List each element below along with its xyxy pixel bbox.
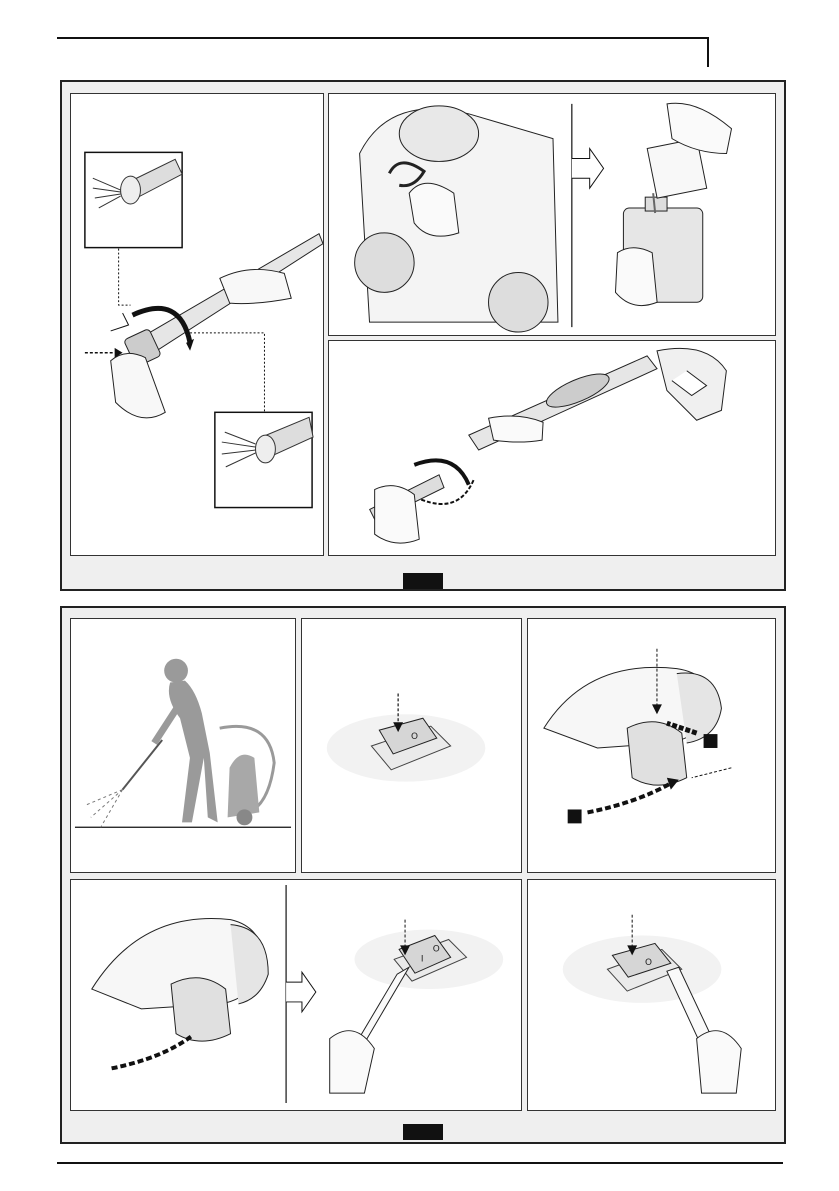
switch-press-symbol: O xyxy=(645,958,652,968)
operator-stance-illustration xyxy=(71,619,295,872)
figure-2-label xyxy=(403,1124,443,1140)
switch-on-off-symbol: O xyxy=(433,944,440,954)
figure-1-label xyxy=(403,573,443,589)
panel-detergent-fill xyxy=(328,93,776,336)
switch-off-symbol: O xyxy=(411,732,418,742)
lance-attach-illustration xyxy=(329,341,775,555)
panel-lance-attach xyxy=(328,340,776,556)
switch-off-illustration: O xyxy=(302,619,521,872)
trigger-switch-on-illustration: I O xyxy=(71,880,521,1110)
panel-switch-press: O xyxy=(527,879,776,1111)
nozzle-adjust-illustration xyxy=(71,94,323,555)
panel-switch-off: O xyxy=(301,618,522,873)
switch-on-symbol: I xyxy=(421,954,424,964)
panel-trigger-lock xyxy=(527,618,776,873)
header-rule xyxy=(57,37,709,39)
detergent-fill-illustration xyxy=(329,94,775,335)
header-tick xyxy=(707,37,709,67)
trigger-lock-illustration xyxy=(528,619,775,872)
callout-b-marker xyxy=(704,734,718,748)
panel-nozzle-adjust xyxy=(70,93,324,556)
panel-trigger-switch-on: I O xyxy=(70,879,522,1111)
footer-rule xyxy=(57,1162,783,1164)
callout-a-marker xyxy=(568,809,582,823)
switch-press-illustration: O xyxy=(528,880,775,1110)
panel-operator-stance xyxy=(70,618,296,873)
